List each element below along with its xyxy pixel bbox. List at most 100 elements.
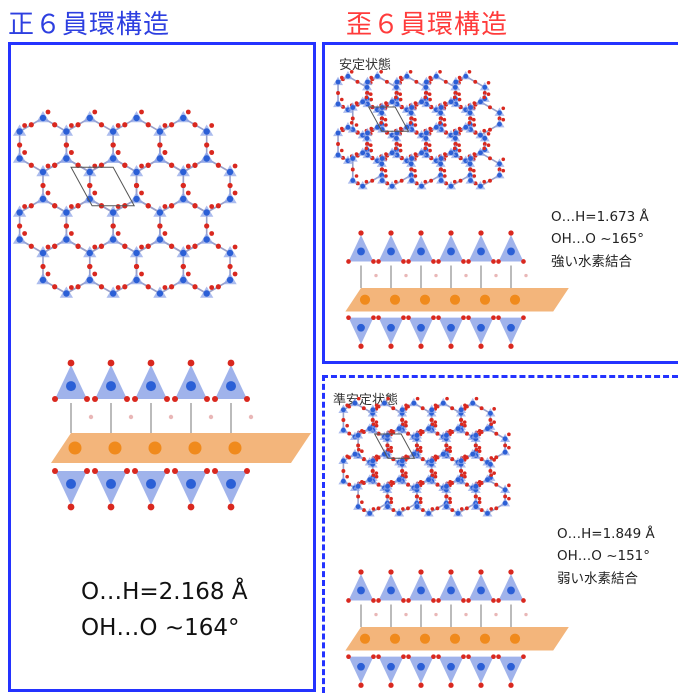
oh-distance-text: O…H=1.673 Å (551, 209, 649, 225)
silicon-atom (488, 410, 493, 416)
oxygen-atom (482, 91, 487, 95)
oxygen-atom (486, 131, 491, 136)
oxygen-atom (350, 116, 355, 121)
oxygen-atom (227, 503, 235, 511)
metal-atom (419, 294, 431, 305)
oxygen-atom (162, 123, 168, 128)
silicon-atom (478, 99, 483, 105)
oxygen-atom (371, 654, 376, 660)
oxygen-atom (384, 152, 388, 156)
oxygen-atom (448, 449, 453, 454)
silicon-atom (203, 155, 210, 162)
oxygen-atom (350, 167, 355, 172)
oxygen-atom (192, 284, 198, 290)
oxygen-atom (436, 315, 441, 321)
silicon-atom (455, 477, 461, 483)
oxygen-atom (418, 343, 424, 349)
oxygen-atom (439, 167, 444, 172)
oxygen-atom (401, 473, 405, 477)
silicon-atom (364, 135, 370, 141)
silicon-atom (417, 323, 425, 332)
oxygen-atom (341, 469, 346, 473)
oxygen-atom (508, 343, 514, 349)
oxygen-atom (145, 203, 151, 209)
oxygen-atom (452, 179, 457, 184)
metal-atom (228, 441, 242, 455)
silicon-atom (458, 407, 464, 413)
oxygen-atom (361, 457, 366, 462)
oxygen-atom (339, 97, 344, 102)
oxygen-atom (420, 508, 425, 512)
oxygen-atom (92, 271, 98, 277)
oxygen-atom (157, 223, 163, 229)
silicon-atom (355, 483, 361, 489)
oxygen-atom (388, 682, 394, 688)
silicon-atom (423, 79, 429, 85)
oxygen-atom (145, 122, 151, 128)
silicon-atom (109, 236, 117, 243)
silicon-atom (468, 156, 473, 161)
silicon-atom (470, 451, 476, 457)
oxygen-atom (401, 507, 405, 511)
silicon-atom (497, 121, 502, 127)
silicon-atom (66, 478, 76, 489)
oxygen-atom (349, 69, 354, 74)
oxygen-atom (92, 396, 98, 402)
oxygen-atom (431, 315, 436, 321)
oxygen-atom (157, 142, 163, 148)
silicon-atom (63, 209, 70, 216)
oxygen-atom (346, 598, 351, 603)
oxygen-atom (124, 396, 130, 402)
oxygen-atom (383, 168, 388, 173)
silicon-atom (350, 156, 356, 161)
oxygen-atom (488, 178, 492, 183)
oxygen-atom (370, 469, 375, 473)
oxygen-atom (115, 150, 121, 155)
silicon-atom (350, 105, 356, 110)
oxygen-atom (489, 473, 494, 477)
octahedral-sheet (51, 433, 311, 463)
silicon-atom (409, 156, 415, 161)
silicon-atom (485, 426, 490, 432)
silicon-atom (438, 105, 444, 110)
oxygen-atom (124, 468, 130, 474)
oxygen-atom (92, 190, 98, 196)
oxygen-atom (448, 230, 454, 236)
oxygen-atom (462, 420, 467, 424)
silicon-atom (411, 400, 417, 406)
oxygen-atom (87, 263, 93, 270)
oxygen-atom (459, 469, 464, 473)
silicon-atom (341, 427, 346, 433)
silicon-atom (379, 161, 385, 167)
oxygen-atom (418, 428, 423, 433)
silicon-atom (438, 172, 444, 178)
silicon-atom (385, 504, 390, 510)
oxygen-atom (453, 91, 458, 95)
oxygen-atom (185, 190, 191, 196)
oxygen-atom (388, 569, 394, 575)
oxygen-atom (192, 203, 198, 209)
silicon-atom (414, 504, 420, 510)
oxygen-atom (139, 163, 144, 169)
oho-angle-text: OH…O ~151° (557, 548, 651, 564)
hydrogen-atom (524, 273, 528, 278)
oxygen-atom (492, 420, 496, 424)
silicon-atom (394, 135, 399, 141)
silicon-atom (482, 84, 488, 90)
silicon-atom (365, 79, 370, 85)
bond-strength-text: 弱い水素結合 (557, 571, 638, 587)
silicon-atom (440, 451, 446, 457)
silicon-atom (444, 432, 449, 438)
oxygen-atom (444, 494, 449, 499)
oxygen-atom (492, 407, 496, 411)
oxygen-atom (374, 471, 379, 475)
oxygen-atom (477, 449, 482, 454)
oxygen-atom (68, 123, 74, 128)
oxygen-atom (45, 109, 51, 115)
oxygen-atom (341, 418, 346, 422)
silicon-atom (375, 73, 380, 79)
silicon-atom (478, 183, 483, 189)
oxygen-atom (507, 496, 511, 501)
silicon-atom (417, 586, 425, 595)
oxygen-atom (354, 101, 359, 105)
